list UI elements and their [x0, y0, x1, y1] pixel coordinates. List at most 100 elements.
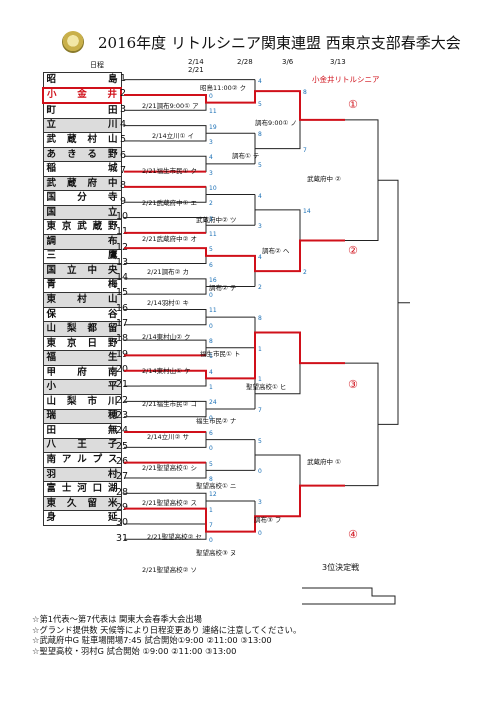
seed-number: 21 — [116, 379, 129, 391]
score: 0 — [209, 445, 213, 453]
score: 5 — [258, 100, 262, 108]
score: 4 — [258, 192, 262, 200]
score: 3 — [209, 138, 213, 146]
seed-number: 23 — [116, 410, 129, 422]
match-label: 調布② ヘ — [262, 247, 290, 255]
score: 4 — [258, 253, 262, 261]
score: 1 — [209, 353, 213, 361]
team-name: あきる野 — [42, 146, 122, 163]
score: 4 — [209, 368, 213, 376]
score: 0 — [258, 529, 262, 537]
seed-number: 9 — [119, 195, 126, 207]
note-line: ☆武蔵府中G 駐車場開場7:45 試合開始①9:00 ②11:00 ③13:00 — [32, 635, 272, 646]
team-name: 八王子 — [42, 437, 122, 454]
score: 14 — [303, 207, 311, 215]
seed-number: 25 — [116, 440, 129, 452]
seed-number: 10 — [116, 210, 129, 222]
score: 8 — [303, 89, 307, 97]
score: 0 — [209, 92, 213, 100]
match-label: 調布9:00① ノ — [255, 119, 297, 127]
match-label: 調布② テ — [209, 284, 237, 292]
team-row: 町田 — [42, 102, 122, 119]
match-label: 2/14東村山② ク — [142, 333, 191, 341]
score: 11 — [209, 230, 217, 238]
team-row: 福生 — [42, 350, 122, 366]
seed-number: 27 — [116, 471, 129, 483]
bracket-line — [378, 179, 399, 425]
seed-number: 17 — [116, 318, 129, 330]
score: 0 — [258, 468, 262, 476]
match-label: 聖望高校③ ヌ — [196, 549, 237, 557]
match-label: 武蔵府中 ① — [307, 458, 341, 466]
seed-number: 14 — [116, 272, 129, 284]
team-name: 町田 — [42, 102, 122, 119]
score: 1 — [258, 345, 262, 353]
score: 7 — [258, 407, 262, 415]
score: 5 — [258, 161, 262, 169]
bracket-line — [255, 209, 301, 272]
team-row: 八王子 — [42, 437, 122, 454]
bracket-line — [140, 339, 207, 356]
team-name: 瑞穂 — [42, 408, 122, 425]
match-label: 聖望高校① ニ — [196, 482, 237, 490]
seed-number: 16 — [116, 302, 129, 314]
seed-number: 15 — [116, 287, 129, 299]
bracket-line — [140, 308, 207, 326]
match-label: 2/21聖望高校② ス — [142, 499, 197, 507]
header-round4-date: 3/13 — [330, 58, 346, 66]
team-name: 国立 — [42, 204, 122, 221]
score: 4 — [258, 77, 262, 85]
team-name: 小金井 — [42, 86, 122, 105]
bracket-line — [302, 587, 396, 605]
page-title: 2016年度 リトルシニア関東連盟 西東京支部春季大会 — [98, 34, 461, 52]
score: 11 — [209, 108, 217, 116]
header-round2-date: 2/28 — [237, 58, 253, 66]
score: 8 — [209, 338, 213, 346]
seed-number: 4 — [119, 118, 126, 130]
team-row: 小金井 — [42, 86, 122, 105]
score: 0 — [209, 414, 213, 422]
match-label: 2/14東村山① ケ — [142, 367, 191, 375]
seed-number: 29 — [116, 501, 129, 513]
team-row: 調布 — [42, 234, 122, 250]
match-label: 2/21調布② カ — [147, 268, 189, 276]
match-label: 2/21福生市民② コ — [142, 400, 197, 408]
note-line: ☆第1代表～第7代表は 関東大会春季大会出場 — [32, 614, 202, 624]
team-row: 小平 — [42, 379, 122, 396]
score: 1 — [209, 384, 213, 392]
seed-number: 28 — [116, 486, 129, 498]
match-label: 2/14立川① イ — [152, 132, 194, 140]
score: 8 — [209, 475, 213, 483]
seed-number: 6 — [119, 149, 126, 161]
score: 6 — [209, 261, 213, 269]
team-name: 身延 — [42, 510, 122, 526]
score: 6 — [209, 430, 213, 438]
bracket-line — [345, 119, 379, 242]
score: 5 — [258, 437, 262, 445]
seed-number: 3 — [119, 103, 126, 115]
seed-number: 13 — [116, 256, 129, 268]
seed-number: 5 — [119, 134, 126, 146]
header-round1-date: 2/14 — [188, 58, 204, 66]
seed-number: 12 — [116, 241, 129, 253]
score: 2 — [303, 269, 307, 277]
team-name: 調布 — [42, 234, 122, 250]
note-line: ☆聖望高校・羽村G 試合開始 ①9:00 ②11:00 ③13:00 — [32, 645, 237, 656]
bracket-line — [124, 239, 345, 273]
score: 8 — [258, 315, 262, 323]
score: 7 — [303, 146, 307, 154]
score: 8 — [258, 131, 262, 139]
score: 0 — [209, 292, 213, 300]
team-name: 福生 — [42, 350, 122, 366]
score: 12 — [209, 491, 217, 499]
team-row: 山梨都留 — [42, 321, 122, 337]
third-place-label: 3位決定戦 — [322, 563, 360, 572]
header-nittei: 日程 — [90, 61, 104, 69]
score: 1 — [258, 376, 262, 384]
score: 2 — [258, 284, 262, 292]
match-label: 2/21武蔵府中① エ — [142, 199, 197, 207]
match-label: 2/21聖望高校② ソ — [142, 566, 197, 574]
representative-4-mark: ④ — [348, 528, 358, 541]
score: 16 — [209, 276, 217, 284]
score: 5 — [209, 460, 213, 468]
